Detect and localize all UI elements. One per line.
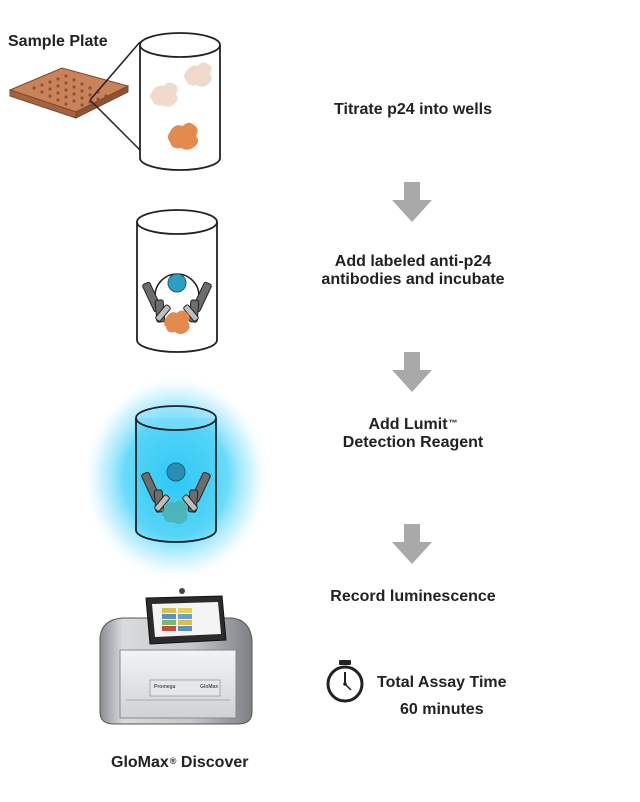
step-3-label-line1: Add Lumit™ (300, 415, 526, 435)
step-1-label: Titrate p24 into wells (334, 101, 492, 118)
antibody-right (183, 281, 212, 323)
step-3-label-text: Add Lumit (368, 416, 448, 433)
p24-protein (164, 310, 190, 334)
antibody-left (141, 471, 170, 513)
step-4-label: Record luminescence (330, 588, 496, 605)
antibody-left (142, 281, 171, 323)
p24-protein-faded (150, 82, 178, 107)
antibody-right (182, 471, 211, 513)
trademark-mark: ™ (448, 418, 458, 428)
total-assay-time-label: Total Assay Time (377, 674, 507, 691)
registered-mark: ® (169, 756, 177, 766)
p24-protein (162, 500, 188, 524)
assay-duration-value: 60 minutes (400, 701, 484, 718)
tablet-screen (145, 595, 227, 645)
tracer-bead (166, 462, 186, 482)
well-cylinder-2 (136, 209, 218, 353)
p24-protein (168, 122, 199, 150)
step-3-label-line2: Detection Reagent (342, 434, 484, 451)
microplate-icon (8, 67, 130, 119)
step-2-label-line2: antibodies and incubate (321, 271, 505, 288)
instrument-name-label: GloMax® Discover (111, 753, 248, 773)
down-arrow-icon (392, 524, 432, 564)
instrument-name: GloMax (111, 754, 169, 771)
sample-plate-illustration (8, 32, 221, 171)
instrument-front-brand: Promega (154, 684, 176, 690)
instrument-front-model: GloMax (200, 684, 219, 690)
stopwatch-icon (326, 660, 364, 703)
p24-protein-faded (184, 62, 212, 87)
instrument-suffix: Discover (176, 754, 249, 771)
step-2-label-line1: Add labeled anti-p24 (334, 253, 492, 270)
well-cylinder-1 (139, 32, 221, 171)
glomax-instrument-illustration (99, 588, 253, 725)
tracer-bead (167, 273, 187, 293)
down-arrow-icon (392, 182, 432, 222)
zoom-line-bottom (89, 99, 141, 151)
well-cylinder-3-glowing (81, 373, 271, 583)
down-arrow-icon (392, 352, 432, 392)
sample-plate-label: Sample Plate (8, 33, 108, 50)
zoom-line-top (89, 41, 141, 101)
